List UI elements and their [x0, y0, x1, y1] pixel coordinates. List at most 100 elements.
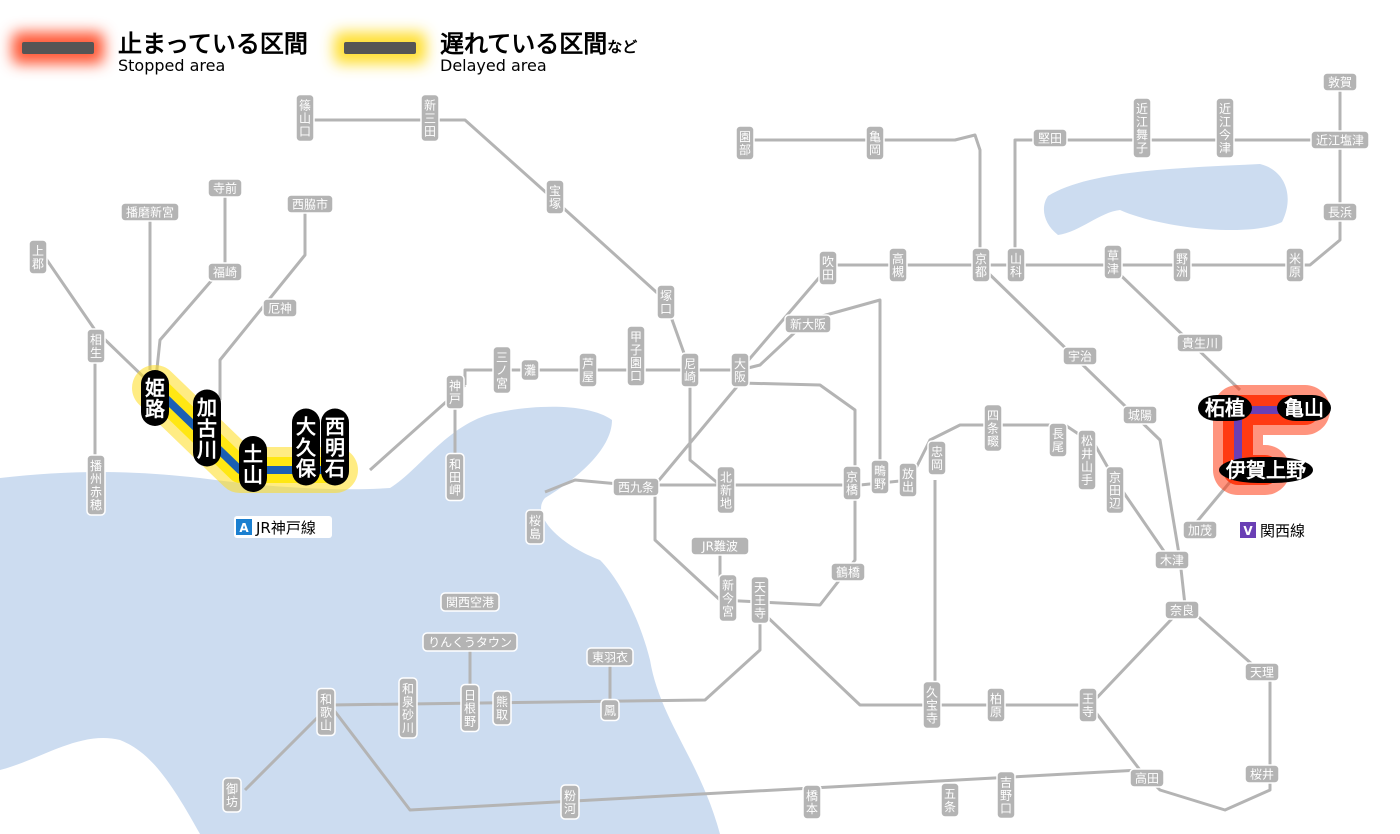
station-東羽衣[interactable]: 東羽衣 [586, 647, 634, 667]
station-京橋[interactable]: 京橋 [842, 465, 862, 501]
station-北新地[interactable]: 北新地 [716, 465, 736, 515]
station-城陽[interactable]: 城陽 [1122, 405, 1158, 425]
station-name: 亀山 [1284, 396, 1324, 420]
station-芦屋[interactable]: 芦屋 [578, 352, 598, 388]
station-四条畷[interactable]: 四条畷 [983, 403, 1003, 453]
station-尼崎[interactable]: 尼崎 [680, 352, 700, 388]
affected-station-柘植[interactable]: 柘植 [1198, 395, 1252, 421]
station-播州赤穂[interactable]: 播州赤穂 [86, 454, 106, 516]
station-label-bg [1322, 72, 1358, 92]
station-新三田[interactable]: 新三田 [420, 93, 440, 143]
station-京都[interactable]: 京都 [971, 247, 991, 283]
station-りんくうタウン[interactable]: りんくうタウン [422, 632, 518, 652]
station-鳳[interactable]: 鳳 [600, 698, 620, 722]
station-関西空港[interactable]: 関西空港 [440, 592, 500, 612]
station-木津[interactable]: 木津 [1154, 550, 1190, 570]
station-篠山口[interactable]: 篠山口 [295, 93, 315, 143]
station-米原[interactable]: 米原 [1285, 247, 1305, 283]
station-山科[interactable]: 山科 [1006, 247, 1026, 283]
station-name: 宝塚 [549, 184, 561, 211]
station-宝塚[interactable]: 宝塚 [545, 179, 565, 215]
station-name: 芦屋 [582, 357, 594, 384]
station-厄神[interactable]: 厄神 [262, 298, 298, 318]
station-王寺[interactable]: 王寺 [1078, 687, 1098, 723]
station-松井山手[interactable]: 松井山手 [1077, 429, 1097, 491]
affected-station-姫路[interactable]: 姫路 [141, 370, 169, 426]
station-鴫野[interactable]: 鴫野 [870, 459, 890, 495]
station-name: 灘 [524, 364, 536, 378]
station-柏原[interactable]: 柏原 [986, 687, 1006, 723]
station-name: 東羽衣 [592, 649, 628, 664]
station-神戸[interactable]: 神戸 [445, 374, 465, 410]
station-貴生川[interactable]: 貴生川 [1176, 333, 1224, 353]
station-堅田[interactable]: 堅田 [1032, 128, 1068, 148]
station-三ノ宮[interactable]: 三ノ宮 [492, 345, 512, 395]
station-園部[interactable]: 園部 [735, 125, 755, 161]
station-name: 熊取 [496, 694, 508, 722]
rail-segment [153, 190, 227, 389]
station-忠岡[interactable]: 忠岡 [927, 440, 947, 476]
station-鶴橋[interactable]: 鶴橋 [830, 562, 866, 582]
station-西脇市[interactable]: 西脇市 [286, 194, 334, 214]
station-橋本[interactable]: 橋本 [802, 784, 822, 820]
station-五条[interactable]: 五条 [940, 782, 960, 818]
station-西九条[interactable]: 西九条 [612, 477, 660, 497]
station-桜島[interactable]: 桜島 [525, 509, 545, 545]
station-熊取[interactable]: 熊取 [492, 690, 512, 726]
station-粉河[interactable]: 粉河 [560, 784, 580, 820]
station-塚口[interactable]: 塚口 [656, 284, 676, 320]
station-新今宮[interactable]: 新今宮 [718, 573, 738, 623]
station-草津[interactable]: 草津 [1103, 244, 1123, 280]
station-新大阪[interactable]: 新大阪 [784, 314, 832, 334]
station-宇治[interactable]: 宇治 [1062, 346, 1098, 366]
kobe-line-label: A JR神戸線 [234, 516, 332, 538]
affected-station-亀山[interactable]: 亀山 [1277, 395, 1331, 421]
station-久宝寺[interactable]: 久宝寺 [922, 680, 942, 730]
station-大阪[interactable]: 大阪 [730, 352, 750, 388]
station-label-bg [716, 465, 736, 515]
station-奈良[interactable]: 奈良 [1164, 600, 1200, 620]
station-近江塩津[interactable]: 近江塩津 [1310, 130, 1370, 150]
affected-station-西明石[interactable]: 西明石 [321, 408, 349, 486]
station-name: 近江今津 [1219, 102, 1231, 155]
station-天理[interactable]: 天理 [1244, 662, 1280, 682]
station-播磨新宮[interactable]: 播磨新宮 [120, 202, 180, 222]
station-吹田[interactable]: 吹田 [818, 250, 838, 286]
station-近江舞子[interactable]: 近江舞子 [1132, 97, 1152, 159]
station-寺前[interactable]: 寺前 [207, 178, 243, 198]
station-label-bg [1244, 662, 1280, 682]
station-label-bg [86, 454, 106, 516]
station-天王寺[interactable]: 天王寺 [750, 575, 770, 625]
station-灘[interactable]: 灘 [520, 358, 540, 382]
station-甲子園口[interactable]: 甲子園口 [626, 325, 646, 387]
station-日根野[interactable]: 日根野 [460, 683, 480, 733]
affected-station-伊賀上野[interactable]: 伊賀上野 [1219, 457, 1313, 483]
station-name: 和泉砂川 [402, 682, 414, 735]
station-高槻[interactable]: 高槻 [888, 247, 908, 283]
station-上郡[interactable]: 上郡 [28, 239, 48, 275]
station-長尾[interactable]: 長尾 [1048, 422, 1068, 458]
station-京田辺[interactable]: 京田辺 [1105, 465, 1125, 515]
station-JR難波[interactable]: JR難波 [690, 536, 750, 556]
station-桜井[interactable]: 桜井 [1244, 764, 1280, 784]
station-福崎[interactable]: 福崎 [207, 262, 243, 282]
affected-station-加古川[interactable]: 加古川 [193, 389, 221, 467]
affected-station-土山[interactable]: 土山 [239, 436, 267, 492]
affected-station-大久保[interactable]: 大久保 [292, 408, 320, 486]
station-和歌山[interactable]: 和歌山 [316, 687, 336, 737]
station-近江今津[interactable]: 近江今津 [1215, 97, 1235, 159]
station-相生[interactable]: 相生 [86, 328, 106, 364]
station-和田岬[interactable]: 和田岬 [445, 452, 465, 502]
station-name: 桜井 [1250, 767, 1274, 781]
station-亀岡[interactable]: 亀岡 [865, 125, 885, 161]
station-御坊[interactable]: 御坊 [222, 777, 242, 813]
station-label-bg [996, 770, 1016, 820]
station-野洲[interactable]: 野洲 [1172, 247, 1192, 283]
station-加茂[interactable]: 加茂 [1182, 520, 1218, 540]
station-長浜[interactable]: 長浜 [1322, 202, 1358, 222]
station-和泉砂川[interactable]: 和泉砂川 [398, 677, 418, 739]
station-高田[interactable]: 高田 [1129, 768, 1165, 788]
station-放出[interactable]: 放出 [898, 462, 918, 498]
station-敦賀[interactable]: 敦賀 [1322, 72, 1358, 92]
station-吉野口[interactable]: 吉野口 [996, 770, 1016, 820]
